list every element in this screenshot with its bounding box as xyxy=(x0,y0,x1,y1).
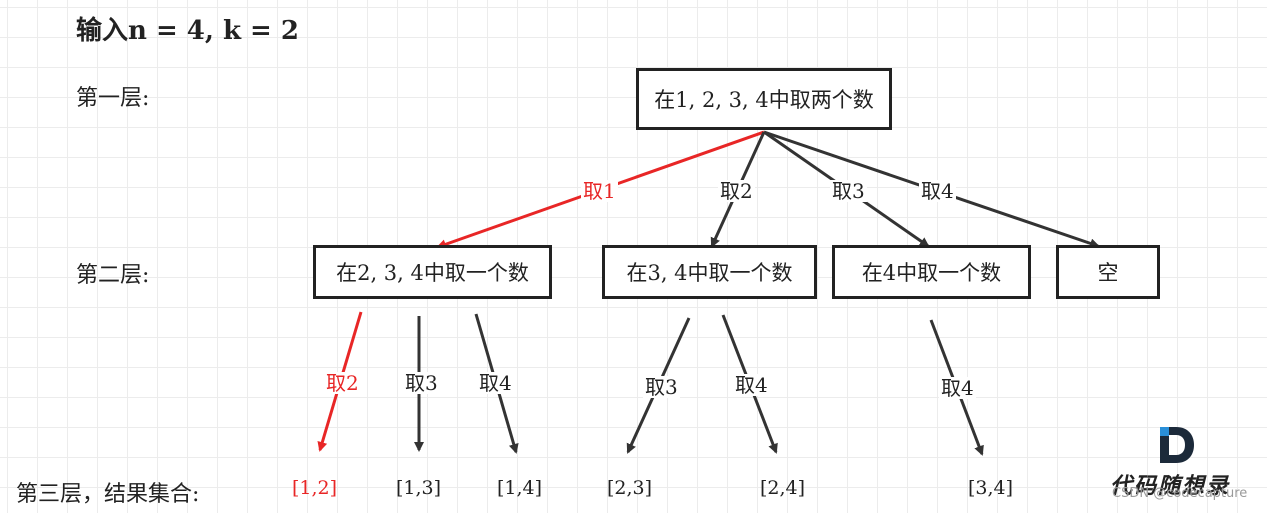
code-logo-icon xyxy=(1160,427,1194,463)
edge-label-n3-take4: 取4 xyxy=(939,376,976,400)
watermark: CSDN @codecapture xyxy=(1112,486,1248,501)
edge-label-n1-take4: 取4 xyxy=(477,371,514,395)
edge-label-root-take3: 取3 xyxy=(830,179,867,203)
layer-label-first: 第一层: xyxy=(76,86,150,111)
logo-text: 代码随想录 xyxy=(1110,474,1231,499)
node-root: 在1, 2, 3, 4中取两个数 xyxy=(636,68,892,130)
result-2-4: [2,4] xyxy=(760,477,806,499)
layer-label-third: 第三层，结果集合: xyxy=(16,482,200,507)
layer-label-second: 第二层: xyxy=(76,263,150,288)
node-second-3: 在4中取一个数 xyxy=(832,245,1031,299)
edge-label-n2-take4: 取4 xyxy=(733,373,770,397)
result-3-4: [3,4] xyxy=(968,477,1014,499)
edge-label-root-take2: 取2 xyxy=(718,179,755,203)
edge-label-n1-take3: 取3 xyxy=(403,371,440,395)
edge-label-root-take1: 取1 xyxy=(581,179,618,203)
edge-label-n1-take2: 取2 xyxy=(324,371,361,395)
node-second-1: 在2, 3, 4中取一个数 xyxy=(313,245,552,299)
problem-title: 输入n = 4, k = 2 xyxy=(76,16,299,46)
node-second-4: 空 xyxy=(1056,245,1160,299)
result-1-4: [1,4] xyxy=(497,477,543,499)
edge-label-n2-take3: 取3 xyxy=(643,375,680,399)
result-1-2: [1,2] xyxy=(292,477,338,499)
edge-label-root-take4: 取4 xyxy=(919,179,956,203)
result-1-3: [1,3] xyxy=(396,477,442,499)
node-second-2: 在3, 4中取一个数 xyxy=(602,245,817,299)
result-2-3: [2,3] xyxy=(607,477,653,499)
